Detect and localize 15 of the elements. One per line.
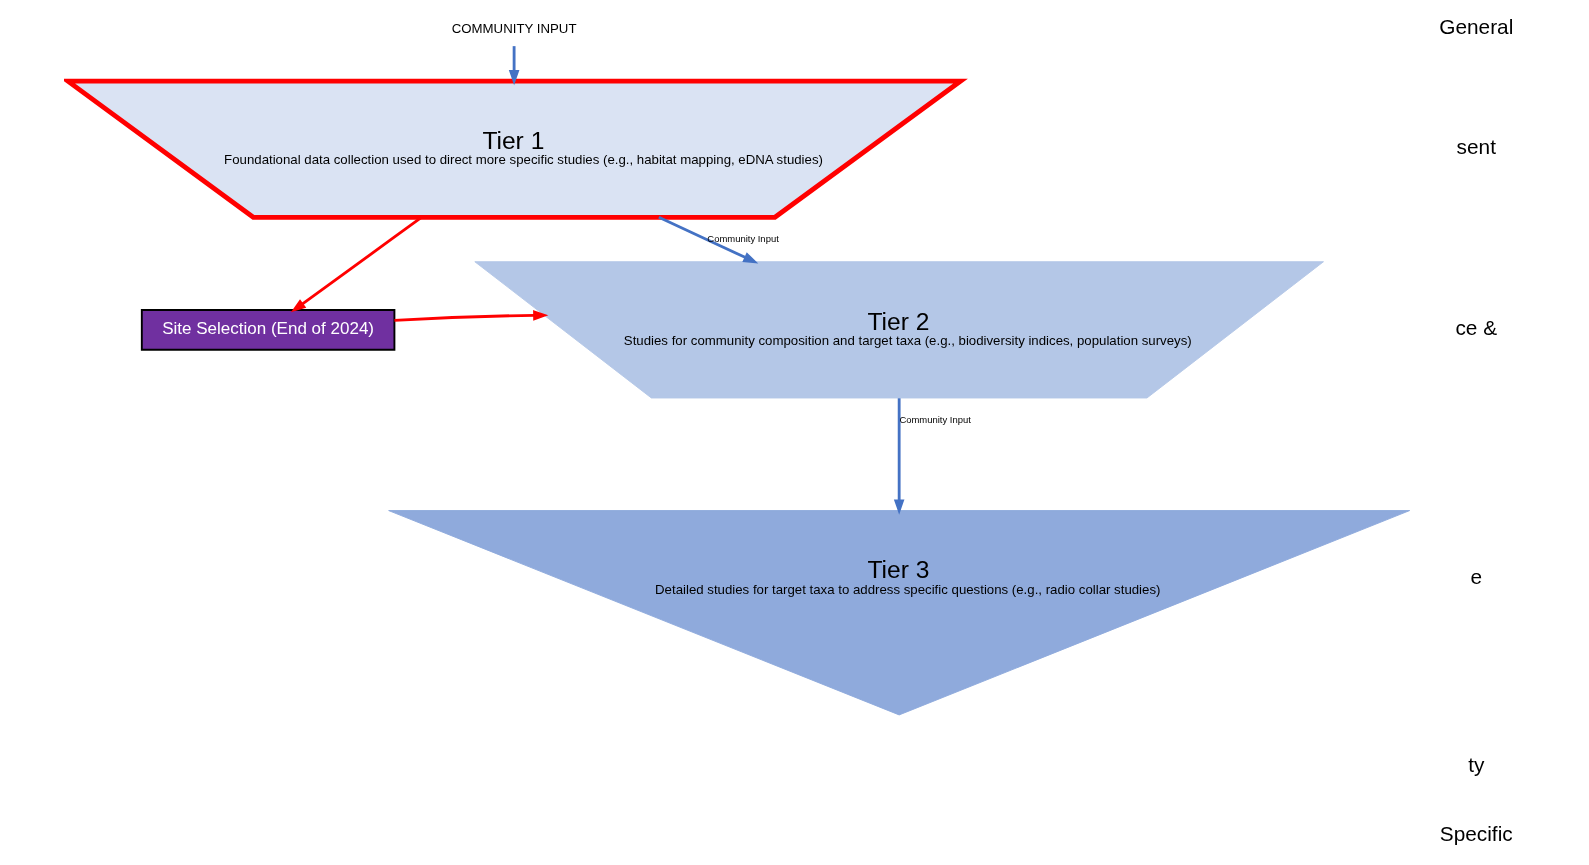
- arrow: [394, 310, 549, 322]
- arrow: [658, 216, 759, 264]
- label: Specific: [1439, 822, 1513, 846]
- node-text: COMMUNITY INPUT: [451, 20, 577, 36]
- arrow: [893, 398, 905, 515]
- edge-label: Community Input: [707, 232, 779, 244]
- arrow: [508, 46, 520, 86]
- label: sent: [1456, 135, 1496, 159]
- label: ty: [1468, 753, 1485, 777]
- label: e: [1470, 564, 1483, 588]
- node-box: Site Selection (End of 2024): [140, 309, 396, 351]
- edge-label: Community Input: [899, 413, 971, 425]
- label: ce &: [1455, 316, 1498, 340]
- arrow: [290, 216, 423, 313]
- label: General: [1439, 15, 1514, 39]
